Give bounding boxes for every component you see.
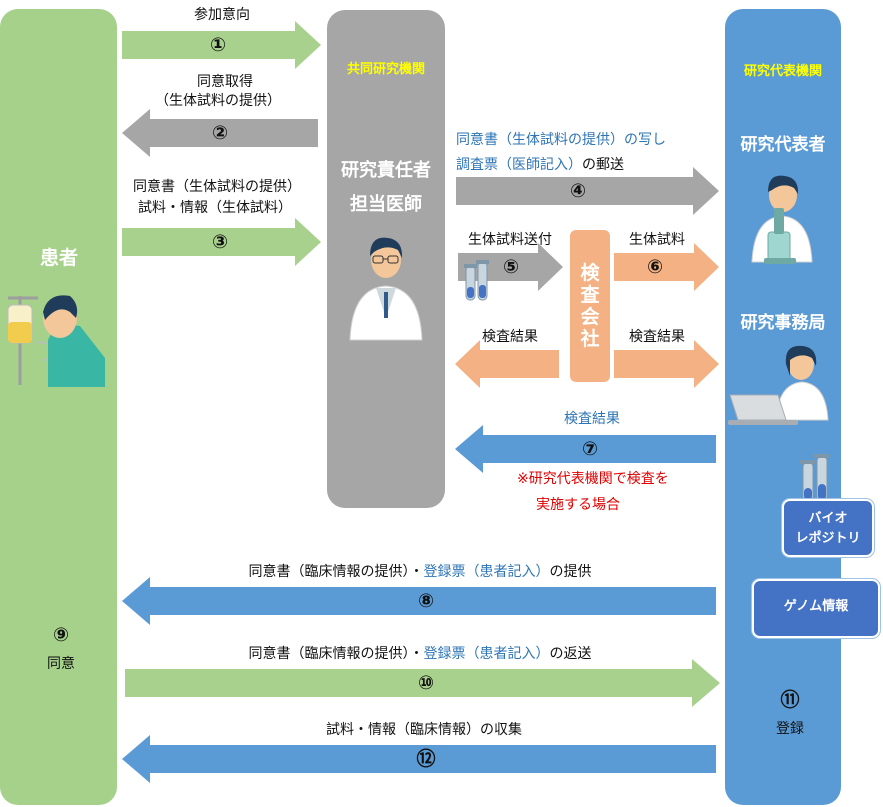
step-8-part1: 同意書（臨床情報の提供）・ (248, 564, 424, 580)
rep-office-label: 研究事務局 (740, 313, 826, 333)
testing-company-char-3: 会 (580, 306, 600, 328)
step-10-part2: 登録票（患者記入） (423, 646, 550, 662)
step-4-survey-label: 調査票（医師記入） (456, 157, 582, 173)
rep-org-label: 研究代表機関 (743, 64, 823, 79)
step-7-note-line2: 実施する場合 (536, 497, 620, 513)
biorepository-line1: バイオ (808, 511, 848, 526)
patient-figure (7, 295, 105, 387)
step-2-line2: （生体試料の提供） (155, 93, 281, 109)
step-3-line2: 試料・情報（生体試料） (138, 200, 292, 216)
step-2-number: ② (211, 122, 229, 144)
arrow-step-6 (614, 243, 719, 291)
result-to-collab-label: 検査結果 (482, 329, 538, 345)
step-10-number: ⑩ (417, 672, 435, 694)
step-8-label: 同意書（臨床情報の提供）・登録票（患者記入）の提供 (249, 563, 592, 581)
step-3-line1: 同意書（生体試料の提供） (133, 179, 301, 195)
rep-register-label: 登録 (776, 721, 804, 737)
step-7-label: 検査結果 (564, 411, 620, 427)
arrow-step-7 (455, 425, 716, 473)
step-4-number: ④ (569, 180, 587, 202)
step-12-number: ⑫ (416, 748, 436, 770)
genome-info-box: ゲノム情報 (752, 579, 880, 638)
step-5-number: ⑤ (502, 256, 520, 278)
arrow-result-to-rep (614, 340, 719, 388)
rep-representative-label: 研究代表者 (740, 135, 826, 155)
step-7-note-line1: ※研究代表機関で検査を (517, 471, 669, 487)
testing-company-char-4: 社 (580, 328, 600, 350)
collab-org-label: 共同研究機関 (346, 62, 426, 77)
patient-consent-label: 同意 (47, 656, 75, 672)
testing-company-label: 検 査 会 社 (570, 230, 610, 350)
step-11-number: ⑪ (780, 689, 800, 711)
arrow-result-to-collab (455, 340, 559, 388)
collab-role-line1: 研究責任者 (341, 160, 431, 181)
step-8-part2: 登録票（患者記入） (423, 564, 550, 580)
testing-company-char-2: 査 (580, 284, 600, 306)
researcher-figure (751, 175, 813, 264)
step-10-label: 同意書（臨床情報の提供）・登録票（患者記入）の返送 (249, 645, 592, 663)
patient-title: 患者 (39, 247, 79, 269)
test-tubes-icon-biorepo (800, 454, 829, 503)
arrow-step-1 (122, 21, 321, 69)
biorepository-line2: レポジトリ (795, 531, 861, 546)
patient-pillar (0, 9, 117, 805)
step-6-label: 生体試料 (629, 232, 685, 248)
result-to-rep-label: 検査結果 (629, 329, 685, 345)
step-1-label: 参加意向 (194, 7, 250, 23)
step-4-line1: 同意書（生体試料の提供）の写し (456, 132, 666, 148)
step-1-number: ① (209, 34, 227, 56)
testing-company-char-1: 検 (580, 262, 600, 284)
arrow-step-8 (122, 577, 716, 625)
collab-role-line2: 担当医師 (350, 194, 422, 215)
step-5-label: 生体試料送付 (468, 232, 552, 248)
step-10-part1: 同意書（臨床情報の提供）・ (248, 646, 424, 662)
step-3-number: ③ (211, 231, 229, 253)
step-7-number: ⑦ (581, 438, 599, 460)
office-staff-figure (728, 345, 829, 425)
step-12-label: 試料・情報（臨床情報）の収集 (326, 722, 522, 738)
arrow-step-10 (125, 659, 720, 707)
step-8-number: ⑧ (417, 590, 435, 612)
test-tubes-icon-collab (464, 260, 489, 301)
arrow-step-12 (122, 735, 716, 783)
step-10-part3: の返送 (549, 646, 592, 662)
arrow-step-4 (456, 167, 719, 215)
step-9-number: ⑨ (52, 624, 70, 646)
step-8-part3: の提供 (549, 564, 592, 580)
arrow-step-3 (122, 218, 321, 266)
step-4-line2: 調査票（医師記入）の郵送 (456, 156, 624, 174)
step-6-number: ⑥ (646, 256, 664, 278)
testing-company-box: 検 査 会 社 (570, 230, 610, 382)
doctor-figure (349, 237, 423, 341)
step-2-line1: 同意取得 (197, 74, 253, 90)
step-4-mail-label: の郵送 (582, 157, 624, 173)
arrow-step-2 (122, 109, 318, 157)
biorepository-box: バイオ レポジトリ (782, 499, 874, 557)
